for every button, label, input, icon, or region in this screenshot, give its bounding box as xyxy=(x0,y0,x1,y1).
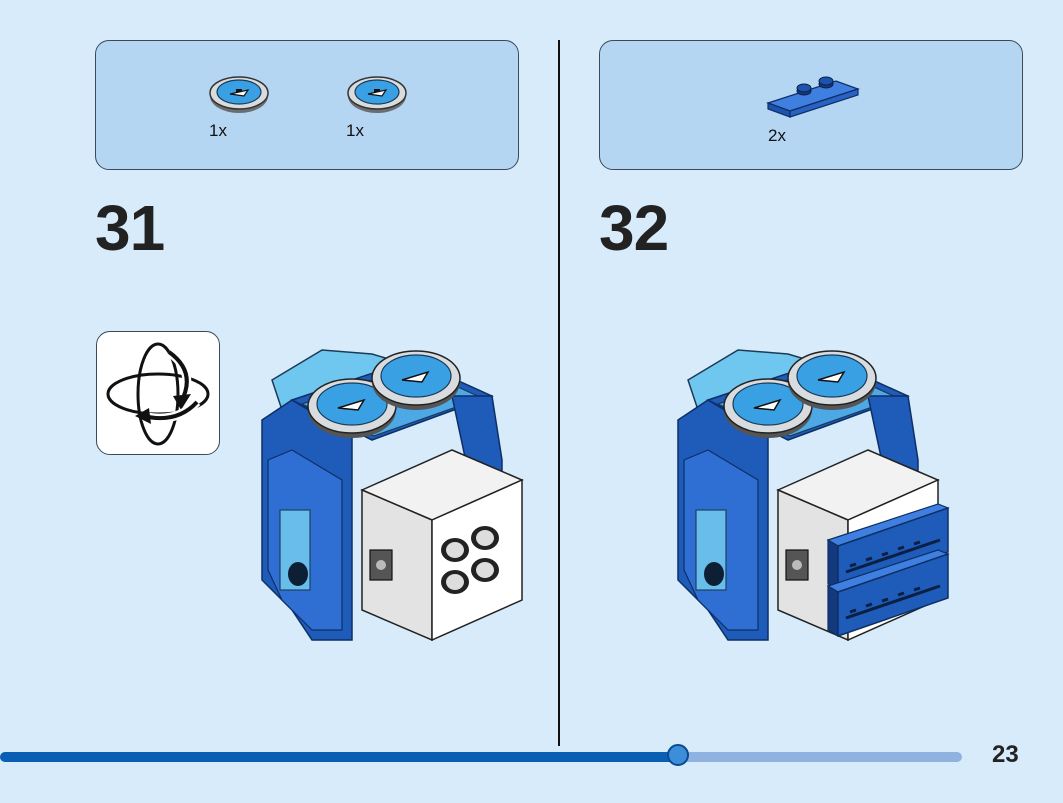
part-qty-label: 2x xyxy=(768,126,786,145)
rotate-callout xyxy=(96,331,220,455)
model-step-31 xyxy=(261,349,524,642)
step-divider xyxy=(558,40,560,746)
eye-tile-icon xyxy=(347,76,407,113)
part-qty-label: 1x xyxy=(209,121,227,140)
part-qty-label: 1x xyxy=(346,121,364,140)
rotate-model-icon xyxy=(106,342,210,446)
parts-callout-step-32: 2x xyxy=(599,40,1023,170)
model-step-32 xyxy=(677,349,950,642)
progress-fill xyxy=(0,752,678,762)
eye-tile-icon xyxy=(209,76,269,113)
step-number: 31 xyxy=(95,192,165,264)
progress-knob xyxy=(667,744,689,766)
page-number: 23 xyxy=(992,741,1019,768)
step-number: 32 xyxy=(599,192,669,264)
blue-plate-1x3-jumper-icon xyxy=(766,76,860,118)
parts-callout-step-31: 1x 1x xyxy=(95,40,519,170)
